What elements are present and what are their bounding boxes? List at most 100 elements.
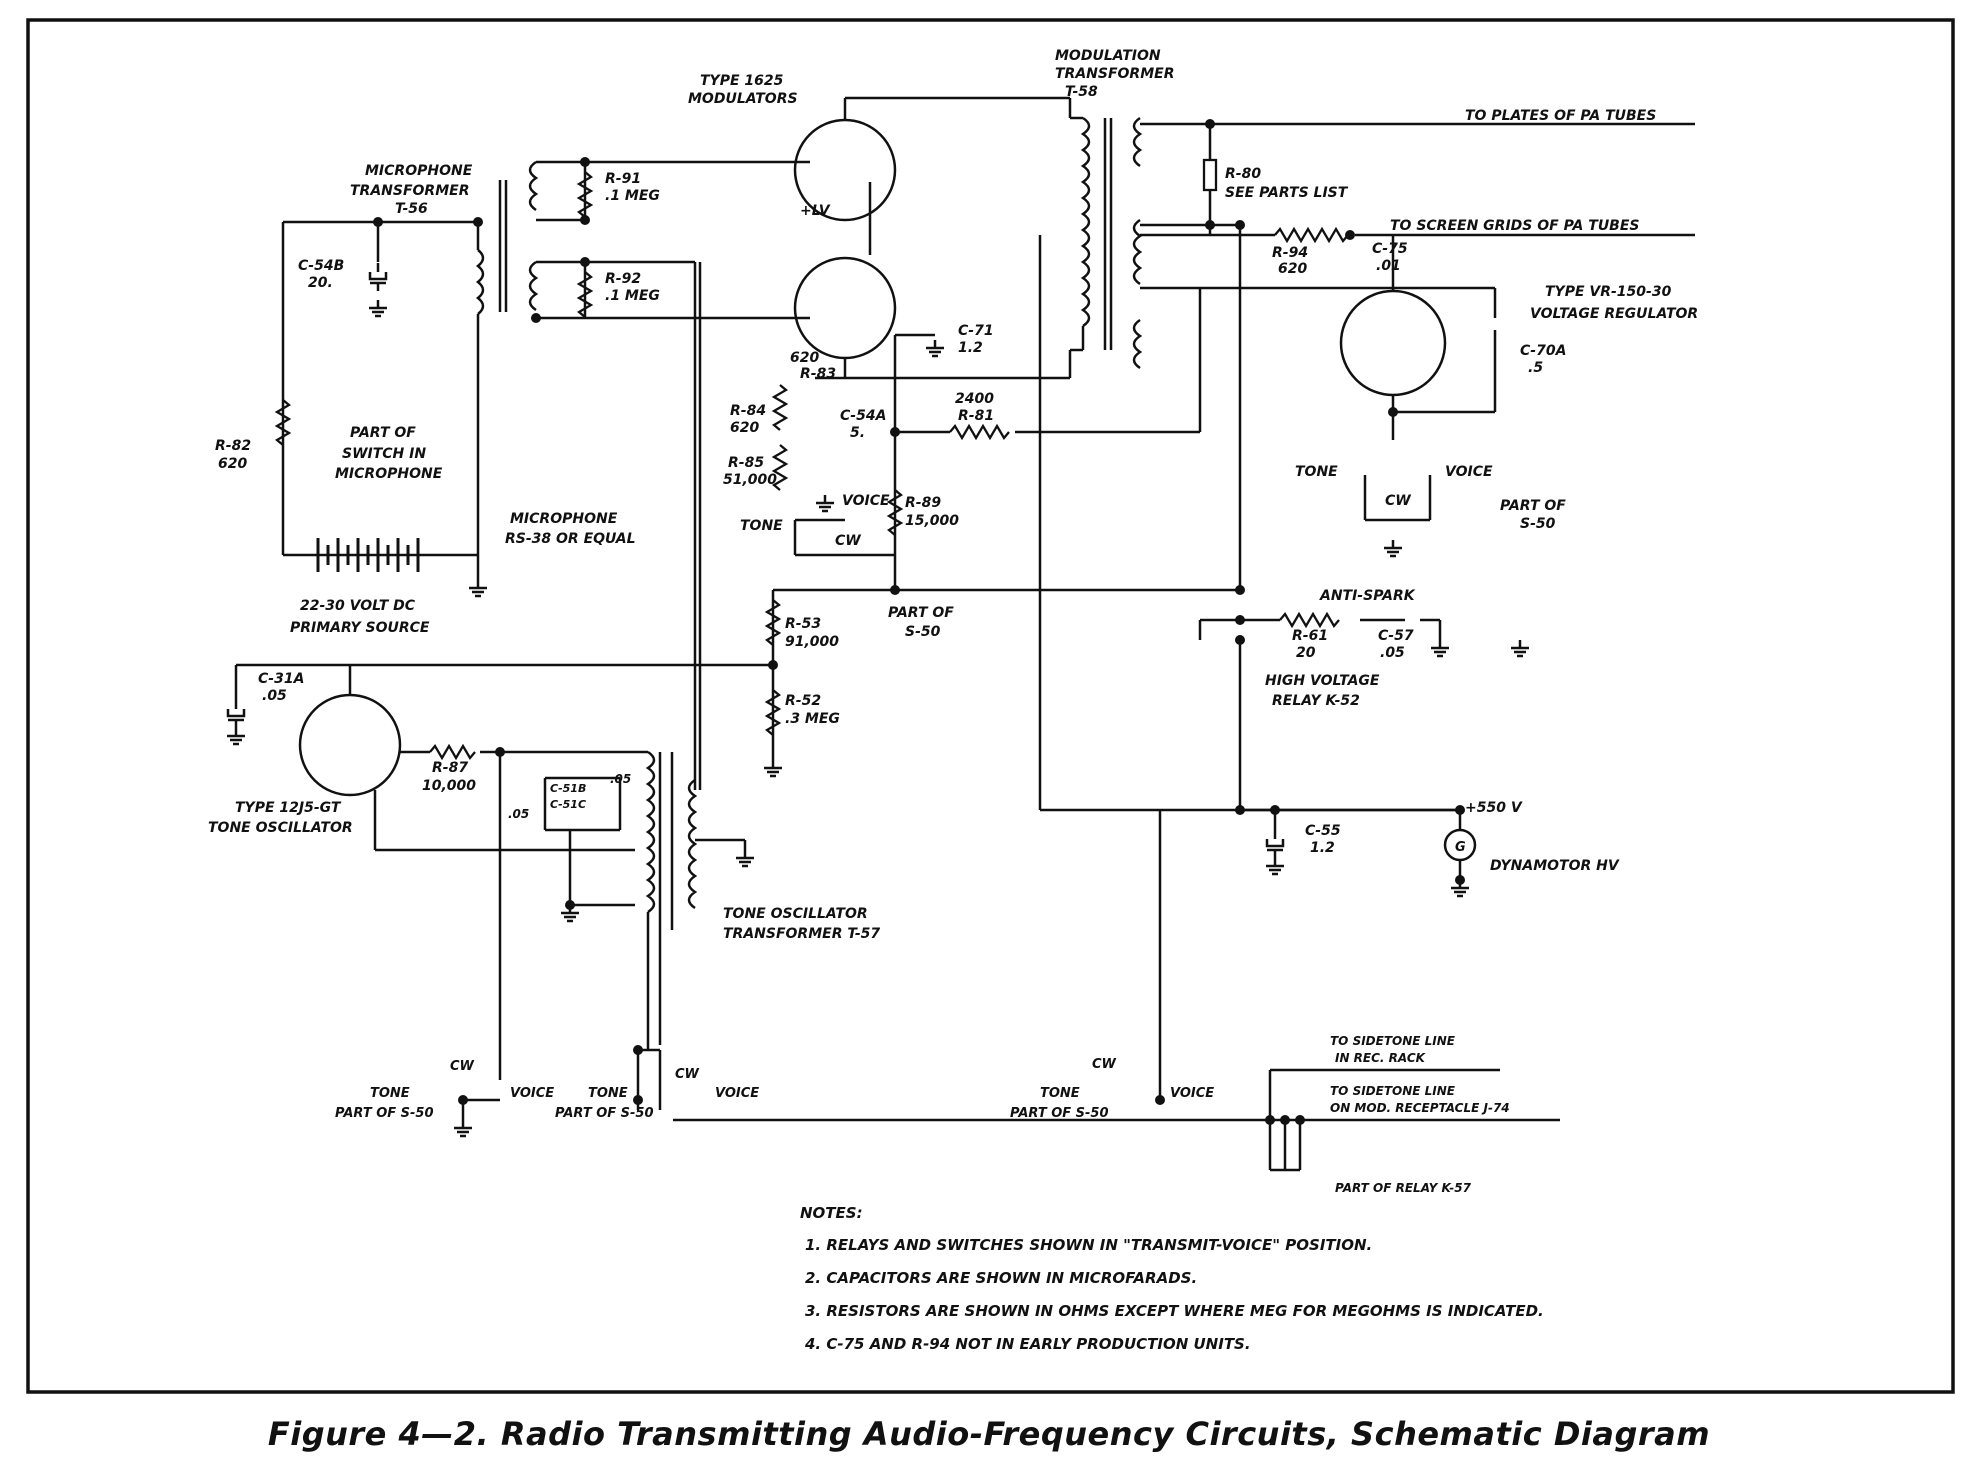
note-1: 1. RELAYS AND SWITCHES SHOWN IN "TRANSMI… (805, 1236, 1372, 1254)
label-hv2: RELAY K-52 (1272, 693, 1360, 709)
label-gen: G (1455, 840, 1466, 855)
note-3: 3. RESISTORS ARE SHOWN IN OHMS EXCEPT WH… (805, 1302, 1544, 1320)
label-pwr1: 22-30 VOLT DC (300, 598, 416, 614)
label-mod-tr3: T-58 (1065, 84, 1098, 100)
label-r61v: 20 (1296, 645, 1316, 661)
label-tot1: TONE OSCILLATOR (723, 906, 868, 922)
label-modulators: MODULATORS (688, 91, 798, 107)
label-r52v: .3 MEG (785, 711, 840, 727)
label-side1b: IN REC. RACK (1335, 1051, 1427, 1065)
label-tone-b1: TONE (370, 1086, 410, 1101)
label-r85: R-85 (728, 455, 764, 471)
note-4: 4. C-75 AND R-94 NOT IN EARLY PRODUCTION… (804, 1335, 1251, 1353)
label-r91v: .1 MEG (605, 188, 660, 204)
label-vr2: VOLTAGE REGULATOR (1530, 306, 1698, 322)
label-osc2: TONE OSCILLATOR (208, 820, 353, 836)
label-vr1: TYPE VR-150-30 (1545, 284, 1672, 300)
label-sw2: SWITCH IN (342, 446, 426, 462)
label-mic2: RS-38 OR EQUAL (505, 531, 636, 547)
label-s50-b2: PART OF S-50 (555, 1106, 654, 1121)
label-mic-tr1: MICROPHONE (365, 163, 473, 179)
label-r91: R-91 (605, 171, 641, 187)
label-mic1: MICROPHONE (510, 511, 618, 527)
label-c51b: C-51B (550, 782, 586, 795)
label-r89v: 15,000 (905, 513, 959, 529)
label-r81: R-81 (958, 408, 994, 424)
label-part-of-vr: PART OF (1500, 498, 1566, 514)
label-c51c: C-51C (550, 798, 586, 811)
label-r92: R-92 (605, 271, 641, 287)
label-mod-tr1: MODULATION (1055, 48, 1161, 64)
label-tone-b3: TONE (1040, 1086, 1080, 1101)
label-cw-b2: CW (675, 1067, 700, 1082)
wiring (234, 96, 1695, 1172)
label-s50-vr: S-50 (1520, 516, 1556, 532)
label-c54av: 5. (850, 425, 865, 441)
label-r87v: 10,000 (422, 778, 476, 794)
label-mic-tr3: T-56 (395, 201, 428, 217)
label-r89: R-89 (905, 495, 941, 511)
label-cw-1: CW (835, 533, 861, 549)
label-c70a: C-70A (1520, 343, 1566, 359)
label-r61: R-61 (1292, 628, 1328, 644)
label-r80v: SEE PARTS LIST (1225, 185, 1349, 201)
label-c55: C-55 (1305, 823, 1341, 839)
note-2: 2. CAPACITORS ARE SHOWN IN MICROFARADS. (805, 1269, 1197, 1287)
label-lv: +LV (800, 203, 831, 219)
label-antispark: ANTI-SPARK (1319, 588, 1416, 604)
label-mod-tr2: TRANSFORMER (1055, 66, 1175, 82)
label-s50-b1: PART OF S-50 (335, 1106, 434, 1121)
label-dyna: DYNAMOTOR HV (1490, 858, 1620, 874)
label-r84: R-84 (730, 403, 766, 419)
label-part-of-1: PART OF (888, 605, 954, 621)
label-c70av: .5 (1528, 360, 1543, 376)
label-r85v: 51,000 (723, 472, 777, 488)
label-r81a: 2400 (955, 391, 994, 407)
label-v05a: .05 (610, 772, 631, 786)
label-tone-b2: TONE (588, 1086, 628, 1101)
label-c71: C-71 (958, 323, 994, 339)
label-r52: R-52 (785, 693, 821, 709)
label-c54bv: 20. (308, 275, 333, 291)
label-c75: C-75 (1372, 241, 1408, 257)
label-cw-b1: CW (450, 1059, 475, 1074)
label-to-plates: TO PLATES OF PA TUBES (1465, 108, 1656, 124)
label-osc1: TYPE 12J5-GT (235, 800, 342, 816)
label-r53: R-53 (785, 616, 821, 632)
figure-caption: Figure 4—2. Radio Transmitting Audio-Fre… (267, 1415, 1711, 1453)
label-mic-tr2: TRANSFORMER (350, 183, 470, 199)
label-r80: R-80 (1225, 166, 1261, 182)
diagram-labels: TYPE 1625 MODULATORS MODULATION TRANSFOR… (208, 48, 1698, 1195)
label-voice-b3: VOICE (1170, 1086, 1214, 1101)
label-voice-b1: VOICE (510, 1086, 554, 1101)
label-r82: R-82 (215, 438, 251, 454)
label-c71v: 1.2 (958, 340, 983, 356)
label-voice-b2: VOICE (715, 1086, 759, 1101)
label-voice-1: VOICE (842, 493, 890, 509)
junction-dots (373, 119, 1465, 1125)
label-c55v: 1.2 (1310, 840, 1335, 856)
label-r84v: 620 (730, 420, 759, 436)
label-c54b: C-54B (298, 258, 344, 274)
label-voice-vr: VOICE (1445, 464, 1493, 480)
label-r94: R-94 (1272, 245, 1308, 261)
label-k57: PART OF RELAY K-57 (1335, 1181, 1472, 1195)
label-side2a: TO SIDETONE LINE (1330, 1084, 1456, 1098)
label-pwr2: PRIMARY SOURCE (290, 620, 430, 636)
notes: NOTES: 1. RELAYS AND SWITCHES SHOWN IN "… (800, 1204, 1544, 1353)
label-r83: R-83 (800, 366, 836, 382)
label-c75v: .01 (1376, 258, 1401, 274)
label-tot2: TRANSFORMER T-57 (723, 926, 880, 942)
diagram-border (26, 18, 1955, 1394)
label-tone-1: TONE (740, 518, 783, 534)
label-620: 620 (790, 350, 819, 366)
label-c54a: C-54A (840, 408, 886, 424)
label-r94v: 620 (1278, 261, 1307, 277)
label-c31av: .05 (262, 688, 287, 704)
label-r92v: .1 MEG (605, 288, 660, 304)
label-s50-b3: PART OF S-50 (1010, 1106, 1109, 1121)
label-tone-vr: TONE (1295, 464, 1338, 480)
label-c57v: .05 (1380, 645, 1405, 661)
label-sw1: PART OF (350, 425, 416, 441)
label-v05b: .05 (508, 807, 529, 821)
